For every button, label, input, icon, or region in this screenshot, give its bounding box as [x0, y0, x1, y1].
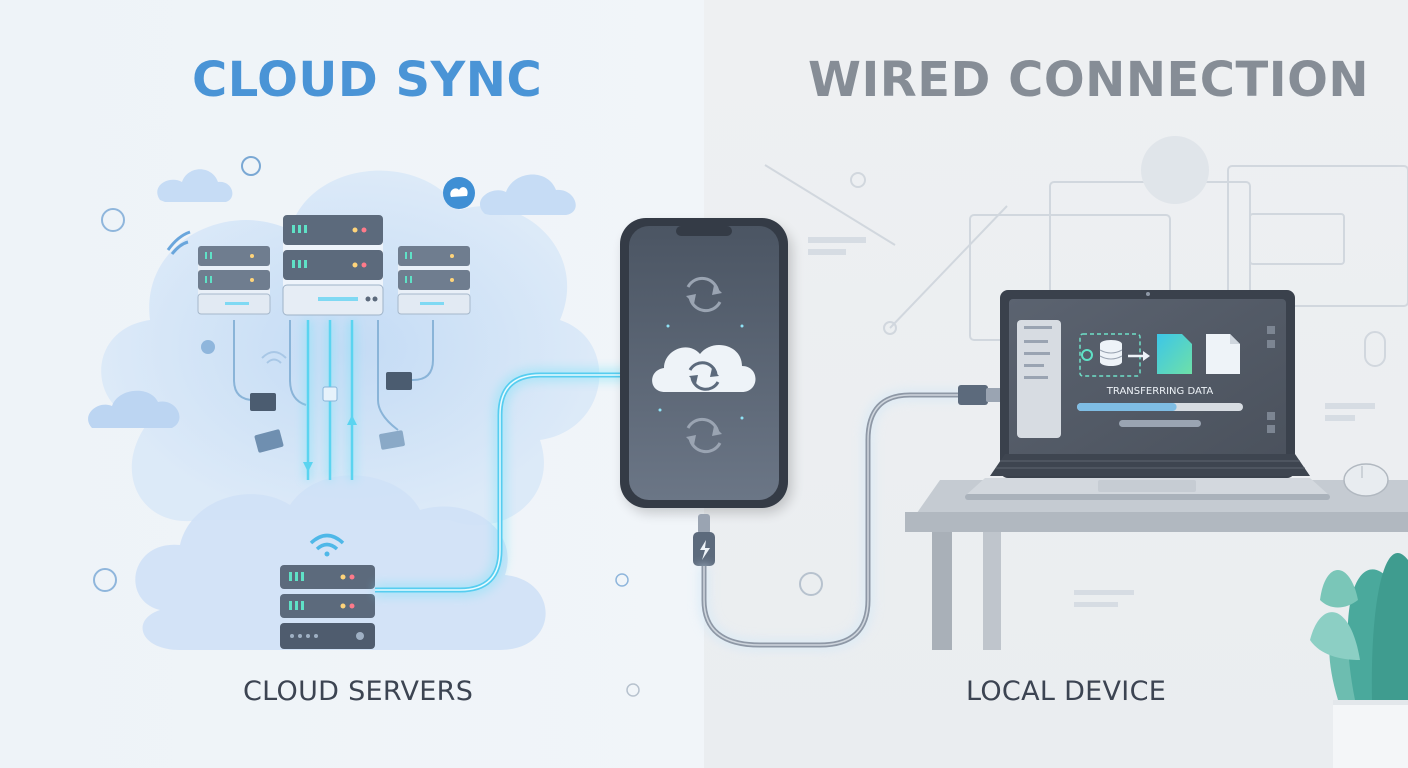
server-rack-right [397, 246, 471, 315]
data-streams [303, 320, 357, 480]
progress-fill [1077, 403, 1177, 411]
sync-icon [686, 417, 722, 454]
cloud-sync-icon [652, 344, 756, 392]
wifi-icon [166, 230, 191, 255]
laptop: TRANSFERRING DATA [965, 290, 1330, 500]
smartphone [620, 218, 792, 513]
chat-icon [241, 156, 261, 176]
server-rack-bottom [280, 533, 375, 649]
wifi-icon [261, 351, 287, 364]
cloud-sync-title: CLOUD SYNC [192, 52, 543, 108]
server-rack-left [197, 246, 271, 315]
server-rack-center [282, 215, 384, 316]
cloud-icon [157, 169, 233, 202]
cloud-icon [479, 174, 576, 215]
document-icon [1157, 334, 1192, 374]
mouse-icon [1343, 463, 1389, 497]
usb-c-plug-icon [693, 514, 715, 566]
sync-icon [686, 276, 722, 313]
usb-cable [698, 389, 962, 651]
cloud-link-cable [375, 368, 632, 597]
usb-a-plug-icon [958, 385, 1002, 405]
local-device-caption: LOCAL DEVICE [966, 676, 1167, 707]
wired-connection-title: WIRED CONNECTION [808, 52, 1370, 108]
plant-icon [1310, 552, 1408, 768]
folder-icons [250, 372, 412, 453]
transfer-status-text: TRANSFERRING DATA [1106, 386, 1214, 397]
database-icon [1099, 340, 1123, 366]
wifi-icon [309, 533, 345, 557]
arrow-right-icon [1128, 351, 1150, 361]
cloud-icon [88, 390, 180, 428]
cloud-servers-caption: CLOUD SERVERS [243, 676, 474, 707]
